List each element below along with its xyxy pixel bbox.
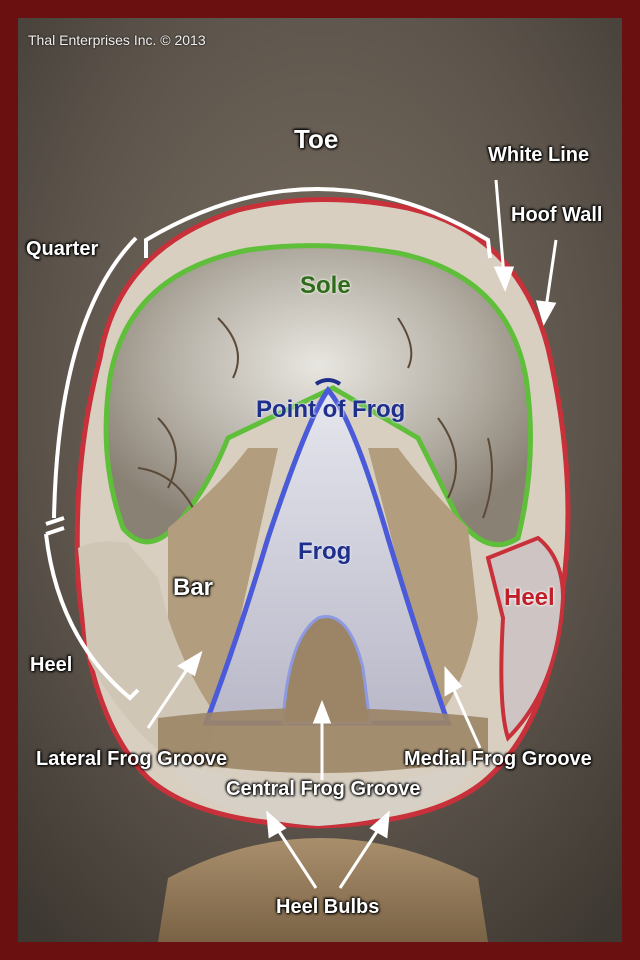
- white-line-arrowhead: [493, 266, 515, 293]
- bracket-tick: [45, 516, 65, 526]
- central-groove-arrowhead: [312, 699, 332, 724]
- central-frog-groove-label: Central Frog Groove: [226, 778, 421, 800]
- central-groove-shape: [281, 615, 372, 725]
- heel-bulb-right-arrowhead: [369, 810, 390, 839]
- copyright-text: Thal Enterprises Inc. © 2013: [28, 32, 206, 48]
- heel-left-label: Heel: [30, 654, 73, 676]
- hoof-photo: Thal Enterprises Inc. © 2013 Toe White L…: [18, 18, 622, 942]
- point-of-frog-mark: [314, 378, 342, 386]
- point-of-frog-label: Point of Frog: [256, 396, 406, 423]
- pointer-arrows: [146, 179, 558, 889]
- bar-label: Bar: [173, 574, 214, 601]
- heel-bulb-left-arrow: [276, 829, 318, 889]
- medial-groove-arrowhead: [444, 666, 463, 697]
- heel-bulbs-label: Heel Bulbs: [276, 896, 380, 918]
- sole-cracks: [137, 317, 493, 519]
- frog-label: Frog: [298, 538, 352, 565]
- medial-frog-groove-label: Medial Frog Groove: [404, 748, 592, 770]
- heel-bulb-right-arrow: [338, 829, 380, 889]
- heel-bracket: [44, 533, 140, 701]
- hoof-illustration: [18, 18, 622, 942]
- right-bar: [368, 448, 478, 718]
- quarter-label: Quarter: [26, 238, 99, 260]
- toe-label: Toe: [294, 124, 339, 154]
- quarter-bracket: [52, 236, 138, 519]
- toe-bracket: [144, 187, 492, 259]
- lateral-frog-groove-label: Lateral Frog Groove: [36, 748, 228, 770]
- sole-shape: [103, 243, 533, 548]
- right-heel-area: [485, 535, 566, 742]
- heel-right-label: Heel: [504, 584, 555, 611]
- hoof-wall-arrowhead: [535, 300, 557, 326]
- fetlock-fur: [158, 838, 488, 942]
- sole-label: Sole: [300, 272, 351, 299]
- hoof-wall-label: Hoof Wall: [511, 204, 603, 226]
- lateral-groove-arrow: [146, 667, 190, 729]
- bracket-tick-2: [45, 526, 65, 536]
- white-line-arrow: [494, 179, 506, 277]
- heel-bulb-left-arrowhead: [266, 810, 287, 839]
- hoof-wall-arrow: [544, 239, 558, 309]
- heel-bulbs-shape: [168, 758, 478, 826]
- lateral-groove-arrowhead: [177, 650, 203, 677]
- left-bar: [168, 448, 278, 718]
- medial-groove-arrow: [451, 687, 482, 749]
- white-line-label: White Line: [488, 144, 590, 166]
